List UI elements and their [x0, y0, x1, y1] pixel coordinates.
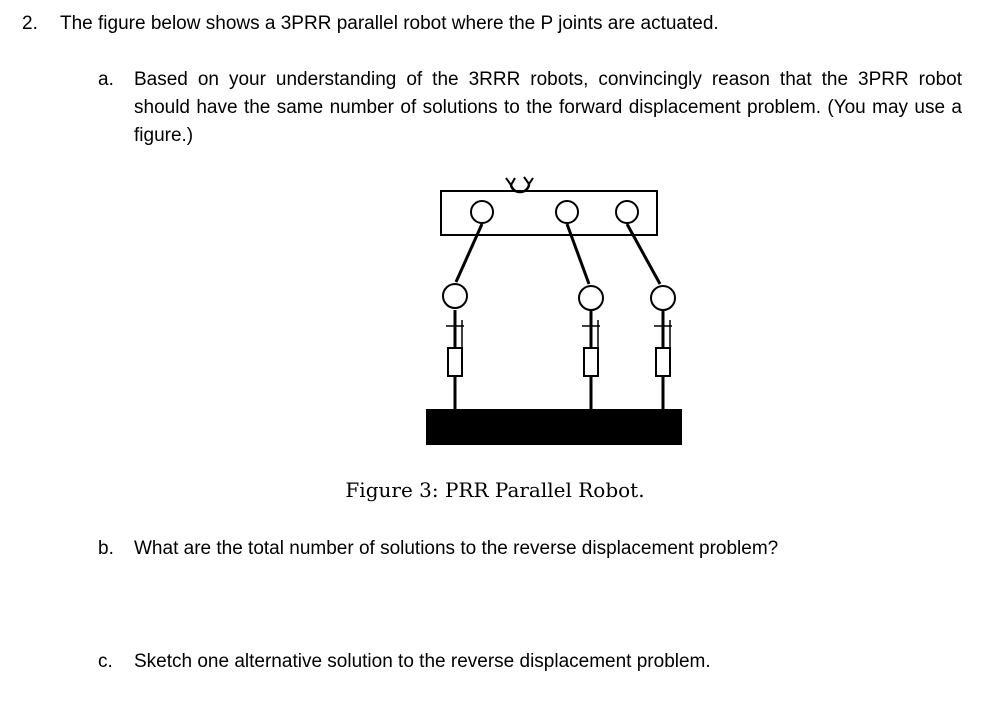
part-a-label: a. [98, 69, 114, 90]
prismatic-joint-3 [655, 347, 671, 377]
revolute-joint-upper-3 [615, 200, 639, 224]
question-text: The figure below shows a 3PRR parallel r… [60, 13, 719, 34]
ground-base [426, 409, 682, 445]
prismatic-joint-1 [447, 347, 463, 377]
part-b-label: b. [98, 538, 114, 559]
part-c-label: c. [98, 651, 113, 672]
part-a-text: Based on your understanding of the 3RRR … [134, 69, 962, 146]
rotation-arrowhead-icon [505, 177, 516, 187]
revolute-joint-lower-2 [578, 285, 604, 311]
question-number: 2. [22, 13, 38, 34]
leg-2 [555, 200, 604, 409]
rotation-arrow-icon [509, 183, 531, 194]
leg-3 [615, 200, 676, 409]
prr-robot-figure [426, 176, 682, 445]
revolute-joint-upper-2 [555, 200, 579, 224]
prismatic-joint-2 [583, 347, 599, 377]
leg-1 [442, 200, 494, 409]
figure-caption: Figure 3: PRR Parallel Robot. [345, 478, 645, 502]
revolute-joint-lower-1 [442, 283, 468, 309]
part-b-text: What are the total number of solutions t… [134, 538, 779, 559]
part-c-text: Sketch one alternative solution to the r… [134, 651, 711, 672]
revolute-joint-lower-3 [650, 285, 676, 311]
revolute-joint-upper-1 [470, 200, 494, 224]
